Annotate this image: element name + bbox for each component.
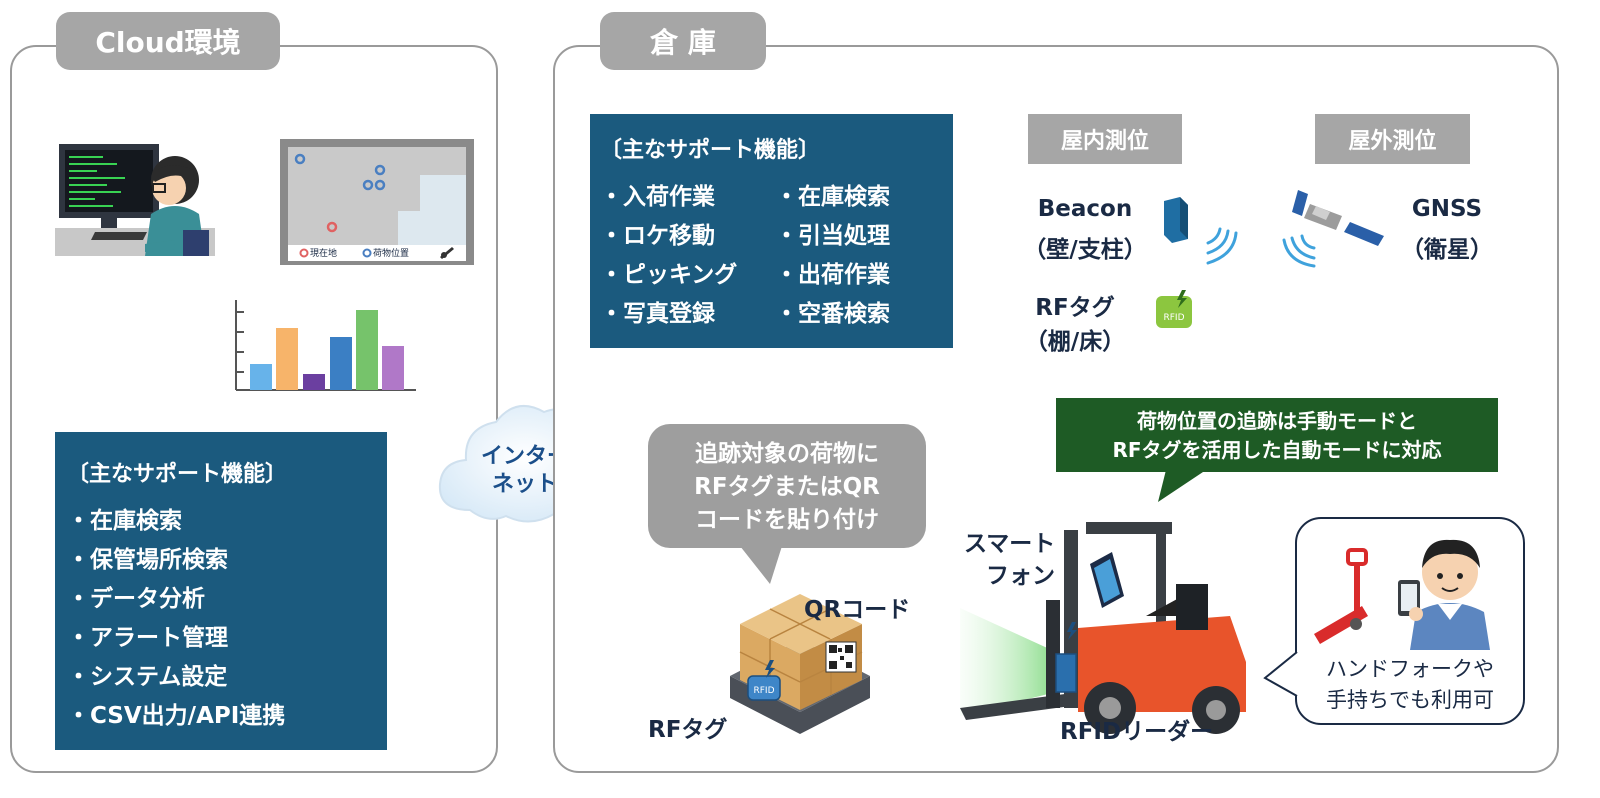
list-item: 出荷作業 bbox=[775, 256, 890, 295]
smartphone-label-line2: フォン bbox=[986, 563, 1055, 589]
list-item: 空番検索 bbox=[775, 295, 890, 334]
attach-tag-callout-tail bbox=[740, 546, 782, 584]
list-item: 在庫検索 bbox=[67, 502, 285, 541]
hand-use-line1: ハンドフォークや bbox=[1326, 657, 1494, 681]
list-item: 入荷作業 bbox=[600, 178, 737, 217]
rfid-tag-green-icon: RFID bbox=[1156, 290, 1192, 328]
rftag-shelf-sublabel: （棚/床） bbox=[1024, 329, 1126, 355]
list-item: 写真登録 bbox=[600, 295, 737, 334]
attach-tag-line3: コードを貼り付け bbox=[695, 507, 879, 533]
worker-with-phone-icon bbox=[1398, 539, 1490, 650]
bar-chart-icon bbox=[235, 300, 416, 391]
map-screen-icon bbox=[280, 139, 474, 265]
cloud-features-list: 在庫検索 保管場所検索 データ分析 アラート管理 システム設定 CSV出力/AP… bbox=[67, 502, 285, 736]
developer-pc-icon bbox=[55, 144, 215, 256]
tracking-modes-callout-tail bbox=[1158, 470, 1206, 502]
cloud-panel-tab: Cloud環境 bbox=[56, 12, 280, 70]
hand-pallet-truck-icon bbox=[1314, 548, 1368, 644]
gnss-sublabel: （衛星） bbox=[1401, 237, 1493, 263]
hand-use-callout-tail bbox=[1263, 651, 1300, 697]
tracking-modes-line2: RFタグを活用した自動モードに対応 bbox=[1112, 438, 1442, 462]
hand-use-text: ハンドフォークや 手持ちでも利用可 bbox=[1295, 654, 1525, 716]
indoor-positioning-label: 屋内測位 bbox=[1028, 114, 1182, 164]
box-rfid-badge-text: RFID bbox=[753, 686, 774, 696]
warehouse-panel-tab: 倉 庫 bbox=[600, 12, 766, 70]
cloud-features-title: 〔主なサポート機能〕 bbox=[67, 462, 288, 487]
rftag-shelf-label: RFタグ bbox=[1035, 295, 1115, 321]
attach-tag-callout: 追跡対象の荷物に RFタグまたはQR コードを貼り付け bbox=[648, 424, 926, 548]
beacon-sublabel: （壁/支柱） bbox=[1023, 237, 1147, 263]
list-item: ピッキング bbox=[600, 256, 737, 295]
cargo-pallet-icon: RFID bbox=[730, 594, 870, 734]
hand-use-line2: 手持ちでも利用可 bbox=[1326, 688, 1494, 712]
rfid-reader-label: RFIDリーダー bbox=[1060, 719, 1214, 745]
warehouse-features-col2: 在庫検索 引当処理 出荷作業 空番検索 bbox=[775, 178, 890, 334]
map-legend-current: 現在地 bbox=[310, 249, 338, 259]
list-item: ロケ移動 bbox=[600, 217, 737, 256]
attach-tag-line2: RFタグまたはQR bbox=[694, 474, 880, 500]
attach-tag-line1: 追跡対象の荷物に bbox=[695, 441, 879, 467]
smartphone-label-line1: スマート bbox=[964, 531, 1056, 557]
list-item: 引当処理 bbox=[775, 217, 890, 256]
list-item: データ分析 bbox=[67, 580, 285, 619]
rf-tag-label: RFタグ bbox=[648, 717, 728, 743]
list-item: 保管場所検索 bbox=[67, 541, 285, 580]
rfid-badge-text: RFID bbox=[1163, 313, 1184, 323]
beacon-label: Beacon bbox=[1037, 196, 1133, 222]
list-item: 在庫検索 bbox=[775, 178, 890, 217]
internet-label-line2: ネット bbox=[491, 472, 558, 497]
satellite-icon bbox=[1282, 190, 1384, 268]
outdoor-positioning-label: 屋外測位 bbox=[1315, 114, 1470, 164]
gnss-label: GNSS bbox=[1411, 196, 1483, 222]
map-legend-cargo: 荷物位置 bbox=[373, 249, 410, 259]
list-item: CSV出力/API連携 bbox=[67, 697, 285, 736]
list-item: システム設定 bbox=[67, 658, 285, 697]
tracking-modes-callout: 荷物位置の追跡は手動モードと RFタグを活用した自動モードに対応 bbox=[1056, 398, 1498, 472]
warehouse-features-box: 〔主なサポート機能〕 入荷作業 ロケ移動 ピッキング 写真登録 在庫検索 引当処… bbox=[590, 114, 953, 348]
forklift-icon bbox=[960, 522, 1246, 734]
hand-use-callout bbox=[1295, 517, 1525, 725]
qr-code-label: QRコード bbox=[804, 597, 911, 623]
beacon-icon bbox=[1164, 197, 1238, 265]
cloud-features-box: 〔主なサポート機能〕 在庫検索 保管場所検索 データ分析 アラート管理 システム… bbox=[55, 432, 387, 750]
list-item: アラート管理 bbox=[67, 619, 285, 658]
warehouse-features-title: 〔主なサポート機能〕 bbox=[600, 138, 821, 163]
warehouse-features-col1: 入荷作業 ロケ移動 ピッキング 写真登録 bbox=[600, 178, 737, 334]
tracking-modes-line1: 荷物位置の追跡は手動モードと bbox=[1137, 409, 1417, 433]
